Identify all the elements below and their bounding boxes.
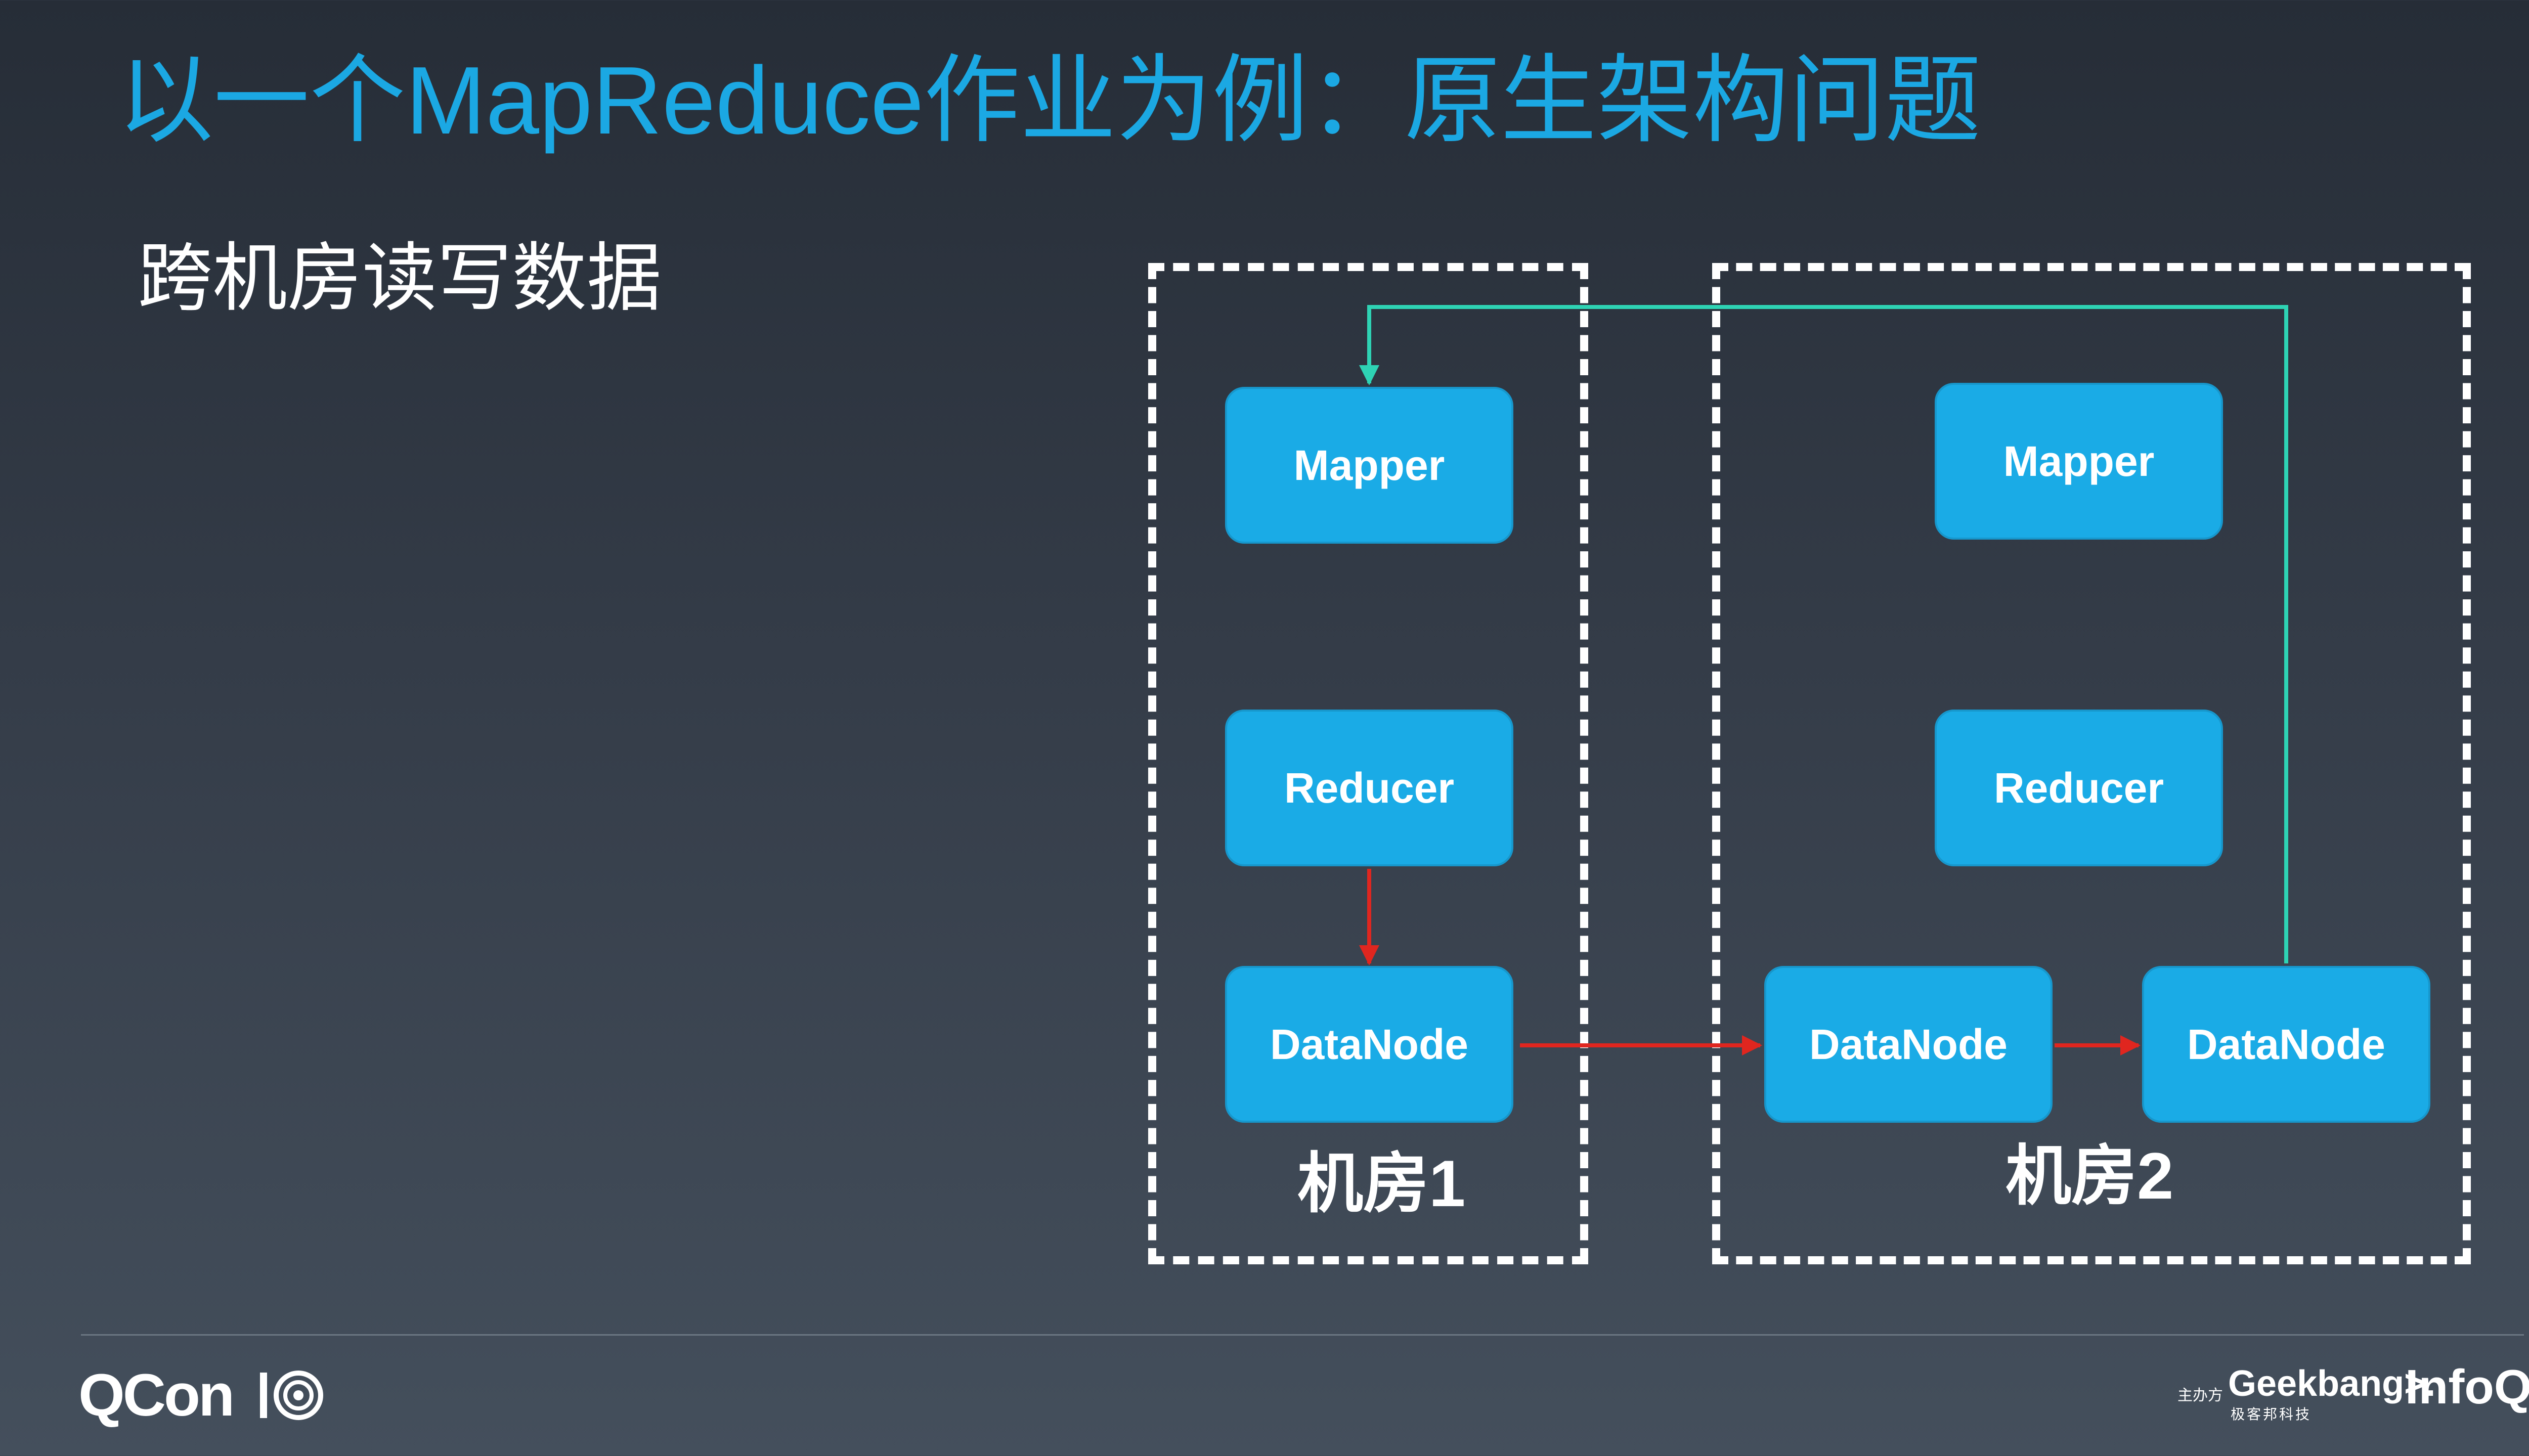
room2-mapper-node: Mapper: [1935, 383, 2223, 540]
room-1-label: 机房1: [1297, 1146, 1466, 1220]
geekbang-cn-logo: 极客邦科技: [2231, 1406, 2312, 1422]
room2-datanode-a: DataNode: [1764, 966, 2053, 1123]
room-2-boundary: [1712, 263, 2471, 1264]
room2-datanode-b: DataNode: [2142, 966, 2430, 1123]
slide-subtitle: 跨机房读写数据: [138, 237, 662, 320]
room1-reducer-node: Reducer: [1225, 710, 1513, 866]
slide-title: 以一个MapReduce作业为例：原生架构问题: [117, 47, 1981, 154]
room2-reducer-node: Reducer: [1935, 710, 2223, 866]
geekbang-logo: Geekbang>.: [2228, 1363, 2436, 1404]
room1-datanode: DataNode: [1225, 966, 1513, 1123]
qcon-logo: QCon: [78, 1362, 235, 1429]
qcon-10th-badge-icon: [260, 1371, 323, 1420]
room-2-label: 机房2: [2005, 1139, 2174, 1213]
room1-mapper-node: Mapper: [1225, 387, 1513, 544]
sponsor-label: 主办方: [2177, 1387, 2223, 1404]
infoq-logo: InfoQ: [2405, 1360, 2529, 1414]
room-1-boundary: [1148, 263, 1588, 1264]
edge-datanode2b-to-mapper1: [1359, 305, 2288, 963]
footer-divider: [81, 1334, 2524, 1336]
